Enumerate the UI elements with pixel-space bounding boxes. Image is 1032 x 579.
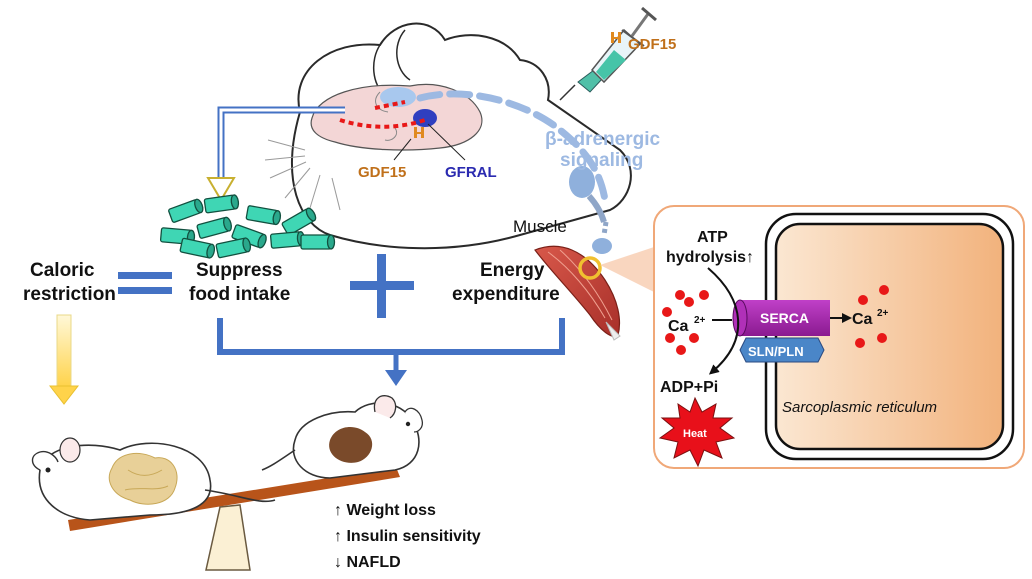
food-intake-label: food intake	[189, 284, 290, 305]
gdf15-molecule-icon-brain	[414, 127, 424, 138]
nerve-fiber	[586, 193, 607, 223]
gfral-pointer-line	[427, 123, 466, 161]
caloric-down-arrow-shaft	[56, 314, 72, 388]
gdf15-brain-label: GDF15	[358, 164, 406, 181]
syringe-icon	[559, 6, 657, 101]
fat-mouse-illustration	[31, 437, 276, 521]
serca-pump	[740, 300, 830, 336]
equals-sign-top	[118, 272, 172, 279]
convergence-bracket	[217, 318, 565, 355]
seesaw-fulcrum	[205, 504, 251, 571]
outcome-insulin-sensitivity: ↑ Insulin sensitivity	[334, 528, 481, 545]
energy-label: Energy	[480, 260, 545, 281]
nerve-fiber-dashed	[601, 221, 609, 236]
muscle-illustration	[534, 245, 621, 341]
signaling-label: signaling	[560, 150, 643, 171]
caloric-down-arrowhead	[48, 385, 80, 405]
caloric-label: Caloric	[30, 260, 95, 281]
muscle-label: Muscle	[513, 217, 567, 236]
lean-mouse-illustration	[261, 395, 424, 479]
adp-pi-label: ADP+Pi	[660, 379, 718, 396]
heat-burst-icon	[658, 396, 736, 468]
ca-left-charge: 2+	[694, 315, 706, 326]
sarcoplasmic-reticulum	[774, 222, 1005, 451]
suppress-label: Suppress	[196, 260, 283, 281]
ca-right-label: Ca	[852, 311, 873, 328]
gdf15-molecule-icon-syringe	[611, 32, 621, 43]
sarcoplasmic-reticulum-label: Sarcoplasmic reticulum	[782, 399, 937, 416]
gfral-label: GFRAL	[445, 164, 497, 181]
neuron-terminal	[592, 238, 612, 254]
sr-outer-membrane	[764, 212, 1015, 461]
sln-pln-label: SLN/PLN	[748, 344, 804, 359]
plus-sign-vertical	[377, 254, 386, 318]
neuron-ganglion-upper	[569, 166, 595, 198]
outcome-nafld: ↓ NAFLD	[334, 554, 401, 571]
atp-label: ATP	[697, 229, 728, 246]
cytosolic-ca-ions	[662, 290, 709, 355]
heat-label: Heat	[683, 428, 707, 440]
sln-pln-regulator	[739, 337, 825, 363]
atp-hydrolysis-label: hydrolysis↑	[666, 249, 754, 266]
beta-adrenergic-signal-path	[416, 90, 609, 204]
ca-right-charge: 2+	[877, 308, 889, 319]
muscle-zoom-circle	[578, 256, 602, 280]
outcome-weight-loss: ↑ Weight loss	[334, 502, 436, 519]
brain-to-food-arrowhead	[206, 177, 236, 202]
gdf15-pointer-line	[393, 138, 412, 161]
food-pellets-icon	[159, 194, 336, 259]
zoom-connector-wedge	[600, 245, 660, 295]
atp-to-adp-arrow	[707, 267, 740, 375]
sr-lumen-ca-ions	[855, 285, 889, 348]
restriction-label: restriction	[23, 284, 116, 305]
bracket-down-arrowhead	[385, 370, 407, 386]
expenditure-label: expenditure	[452, 284, 560, 305]
ca-left-label: Ca	[668, 318, 689, 335]
serca-label: SERCA	[760, 310, 809, 326]
mouse-head-illustration	[264, 22, 632, 250]
beta-adrenergic-label: β-adrenergic	[545, 129, 661, 150]
brain-to-food-arrow-fill	[219, 108, 345, 180]
gdf15-syringe-label: GDF15	[628, 36, 676, 53]
equals-sign-bottom	[118, 287, 172, 294]
